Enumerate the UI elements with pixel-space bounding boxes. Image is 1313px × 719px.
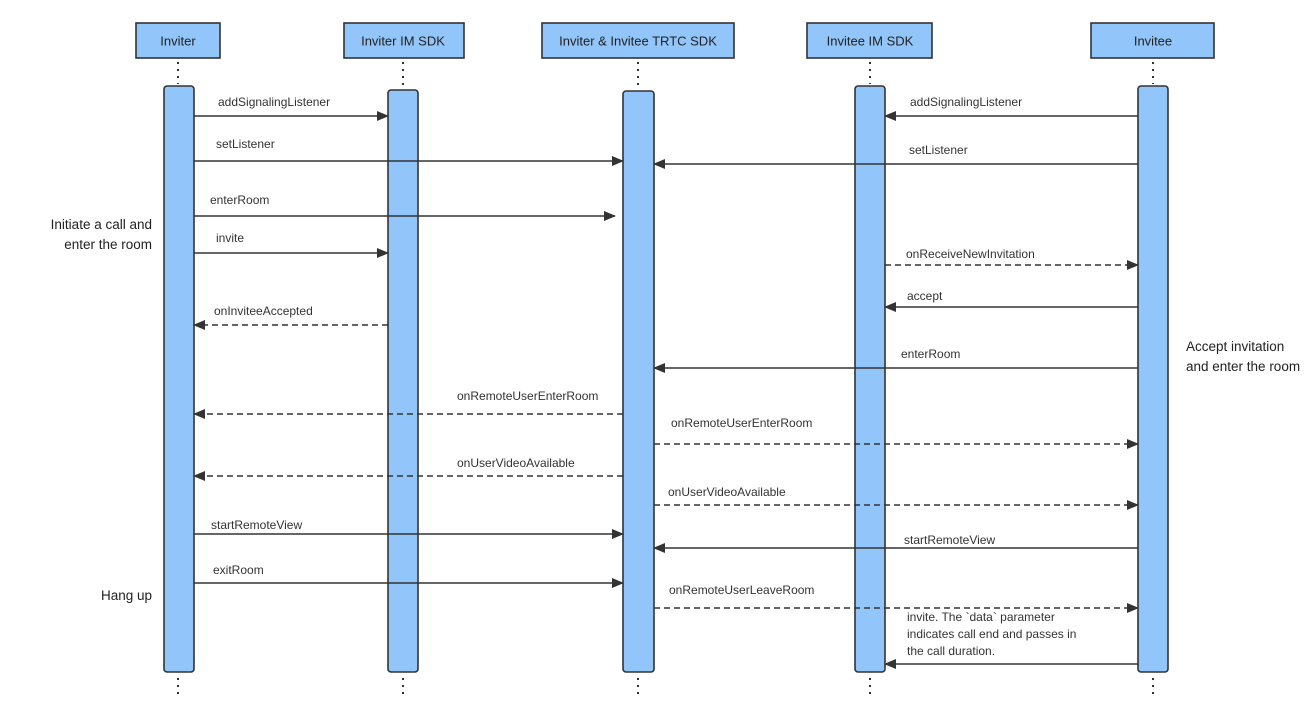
message-label-5: invite <box>216 231 244 245</box>
note-0: Initiate a call and enter the room <box>51 217 152 252</box>
activation-bar-invitee <box>1137 85 1169 673</box>
participant-label-inviter_im: Inviter IM SDK <box>361 34 445 49</box>
message-label-15: startRemoteView <box>904 533 995 547</box>
note-line: enter the room <box>64 237 152 252</box>
message-label-line: the call duration. <box>907 644 995 658</box>
message-label-1: addSignalingListener <box>910 95 1022 109</box>
note-line: and enter the room <box>1186 359 1300 374</box>
note-line: Accept invitation <box>1186 339 1284 354</box>
activation-bar-invitee_im <box>854 85 886 673</box>
note-line: Initiate a call and <box>51 217 152 232</box>
activation-bar-inviter <box>163 85 195 673</box>
message-label-17: onRemoteUserLeaveRoom <box>669 583 814 597</box>
participant-label-inviter: Inviter <box>160 34 196 49</box>
message-label-12: onUserVideoAvailable <box>457 456 575 470</box>
message-label-7: accept <box>907 289 943 303</box>
message-label-10: onRemoteUserEnterRoom <box>457 389 598 403</box>
participant-label-trtc: Inviter & Invitee TRTC SDK <box>559 34 717 49</box>
note-2: Hang up <box>101 588 152 603</box>
message-label-6: onReceiveNewInvitation <box>906 247 1035 261</box>
message-label-4: enterRoom <box>210 193 269 207</box>
message-label-line: invite. The `data` parameter <box>907 610 1055 624</box>
note-line: Hang up <box>101 588 152 603</box>
message-label-11: onRemoteUserEnterRoom <box>671 416 812 430</box>
message-label-16: exitRoom <box>213 563 264 577</box>
participant-box-inviter <box>135 22 221 59</box>
message-label-8: onInviteeAccepted <box>214 304 313 318</box>
message-label-3: setListener <box>909 143 968 157</box>
participant-box-inviter_im <box>343 22 465 59</box>
message-label-line: indicates call end and passes in <box>907 627 1076 641</box>
participant-box-trtc <box>541 22 735 59</box>
message-label-0: addSignalingListener <box>218 95 330 109</box>
note-1: Accept invitation and enter the room <box>1186 339 1300 374</box>
message-label-13: onUserVideoAvailable <box>668 485 786 499</box>
activation-bar-inviter_im <box>387 89 419 673</box>
message-label-14: startRemoteView <box>211 518 302 532</box>
participant-box-invitee <box>1090 22 1215 59</box>
participant-label-invitee: Invitee <box>1134 34 1172 49</box>
message-label-2: setListener <box>216 137 275 151</box>
participant-label-invitee_im: Invitee IM SDK <box>827 34 914 49</box>
message-label-9: enterRoom <box>901 347 960 361</box>
activation-bar-trtc <box>622 90 655 673</box>
participant-box-invitee_im <box>806 22 933 59</box>
message-label-18: invite. The `data` parameter indicates ca… <box>907 610 1076 658</box>
